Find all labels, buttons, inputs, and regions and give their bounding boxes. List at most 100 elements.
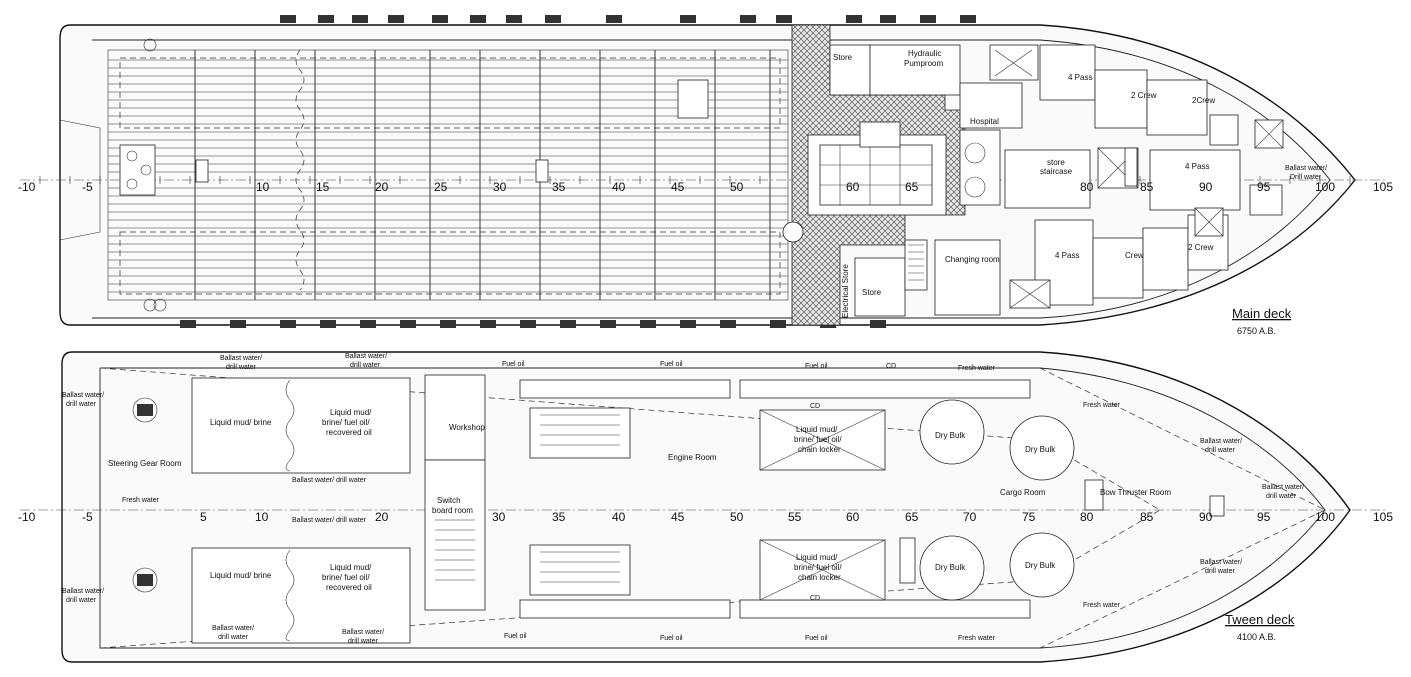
tween-label-switch: Switch	[437, 496, 461, 505]
label-electrical-store: Electrical Store	[841, 264, 850, 318]
tween-label-drill-bot-1: drill water	[218, 634, 249, 641]
tween-label-drill-aft-bot: drill water	[66, 597, 97, 604]
tween-label-cargo-room: Cargo Room	[1000, 488, 1046, 497]
main-deck-plan: Store Hydraulic Pumproom Hospital 4 Pass…	[18, 15, 1393, 336]
label-4-pass-top: 4 Pass	[1068, 73, 1092, 82]
tween-label-dry-bulk-2: Dry Bulk	[1025, 445, 1056, 454]
main-frame-35: 35	[552, 180, 566, 194]
main-deck-bollards	[143, 15, 976, 328]
main-frame-50: 50	[730, 180, 744, 194]
tween-label-cd-bot: CD	[810, 595, 820, 602]
tween-deck-frame-numbers: -10 -5 5 10 20 30 35 40 45 50 55 60 65 7…	[18, 510, 1393, 524]
tween-label-ballast-aft-top: Ballast water/	[62, 392, 104, 399]
tween-label-liquid-mud-rec-bot-2: brine/ fuel oil/	[322, 573, 370, 582]
tween-label-liquid-mud-rec-top-3: recovered oil	[326, 428, 372, 437]
tween-frame-40: 40	[612, 510, 626, 524]
label-staircase: staircase	[1040, 167, 1073, 176]
tween-frame-70: 70	[963, 510, 977, 524]
tween-label-ballast-2: Ballast water/	[345, 353, 387, 360]
tween-deck-room-labels: Ballast water/ drill water Ballast water…	[62, 353, 1304, 645]
tween-frame-55: 55	[788, 510, 802, 524]
tween-frame-m10: -10	[18, 510, 36, 524]
tween-frame-60: 60	[846, 510, 860, 524]
tween-label-ballast-fwd-top: Ballast water/	[1200, 438, 1242, 445]
tween-label-fresh-water-top: Fresh water	[958, 365, 996, 372]
tween-label-ballast-fwd-bot: Ballast water/	[1200, 559, 1242, 566]
tween-frame-20: 20	[375, 510, 389, 524]
tween-deck-title: Tween deck	[1225, 612, 1295, 627]
tween-label-fresh-water-fwd-top: Fresh water	[1083, 402, 1121, 409]
label-changing-room: Changing room	[945, 255, 1000, 264]
main-frame-65: 65	[905, 180, 919, 194]
main-deck-room-labels: Store Hydraulic Pumproom Hospital 4 Pass…	[833, 49, 1327, 318]
tween-label-fresh-water-fwd-bot: Fresh water	[1083, 602, 1121, 609]
tween-label-fuel-oil-bot-3: Fuel oil	[805, 635, 828, 642]
tween-label-chain-top-2: brine/ fuel oil/	[794, 435, 842, 444]
tween-label-dry-bulk-1: Dry Bulk	[935, 431, 966, 440]
main-deck-frame-numbers: -10 -5 10 15 20 25 30 35 40 45 50 60 65 …	[18, 180, 1393, 194]
tween-deck-elevation: 4100 A.B.	[1237, 632, 1276, 642]
label-hydraulic: Hydraulic	[908, 49, 941, 58]
main-frame-25: 25	[434, 180, 448, 194]
main-frame-40: 40	[612, 180, 626, 194]
tween-frame-5: 5	[200, 510, 207, 524]
tween-label-liquid-mud-rec-bot-1: Liquid mud/	[330, 563, 372, 572]
tween-label-drill-fwd-bot: drill water	[1205, 568, 1236, 575]
tween-label-chain-bot-2: brine/ fuel oil/	[794, 563, 842, 572]
main-frame-20: 20	[375, 180, 389, 194]
main-deck-title: Main deck	[1232, 306, 1292, 321]
tween-frame-35: 35	[552, 510, 566, 524]
tween-label-drill-2: drill water	[350, 362, 381, 369]
tween-frame-105: 105	[1373, 510, 1393, 524]
tween-label-ballast-bot-2: Ballast water/	[342, 629, 384, 636]
main-frame-105: 105	[1373, 180, 1393, 194]
main-frame-m10: -10	[18, 180, 36, 194]
tween-label-ballast-drill-mid2: Ballast water/ drill water	[292, 517, 367, 524]
main-frame-85: 85	[1140, 180, 1154, 194]
tween-frame-45: 45	[671, 510, 685, 524]
tween-frame-80: 80	[1080, 510, 1094, 524]
tween-label-workshop: Workshop	[449, 423, 485, 432]
tween-label-liquid-mud-brine-top: Liquid mud/ brine	[210, 418, 272, 427]
tween-label-liquid-mud-brine-bot: Liquid mud/ brine	[210, 571, 272, 580]
label-2-crew-a: 2 Crew	[1131, 91, 1157, 100]
tween-label-cd-top: CD	[886, 363, 896, 370]
tween-label-drill-bow: drill water	[1266, 493, 1297, 500]
tween-frame-95: 95	[1257, 510, 1271, 524]
tween-frame-100: 100	[1315, 510, 1335, 524]
tween-label-bow-thruster: Bow Thruster Room	[1100, 488, 1171, 497]
label-crew: Crew	[1125, 251, 1144, 260]
main-frame-10: 10	[256, 180, 270, 194]
label-4-pass-bottom: 4 Pass	[1055, 251, 1079, 260]
tween-label-fuel-oil-bot-2: Fuel oil	[660, 635, 683, 642]
tween-label-fuel-oil-2: Fuel oil	[660, 361, 683, 368]
tween-label-dry-bulk-4: Dry Bulk	[1025, 561, 1056, 570]
tween-frame-m5: -5	[82, 510, 93, 524]
tween-label-drill-aft-top: drill water	[66, 401, 97, 408]
tween-label-drill-1: drill water	[226, 364, 257, 371]
label-store-3: Store	[862, 288, 882, 297]
tween-label-fuel-oil-bot-1: Fuel oil	[504, 633, 527, 640]
tween-label-liquid-mud-rec-top-2: brine/ fuel oil/	[322, 418, 370, 427]
label-hospital: Hospital	[970, 117, 999, 126]
tween-deck-plan: Ballast water/ drill water Ballast water…	[18, 351, 1393, 663]
tween-frame-90: 90	[1199, 510, 1213, 524]
tween-frame-75: 75	[1022, 510, 1036, 524]
main-frame-80: 80	[1080, 180, 1094, 194]
tween-label-drill-fwd-top: drill water	[1205, 447, 1236, 454]
label-store: Store	[833, 53, 853, 62]
tween-frame-65: 65	[905, 510, 919, 524]
tween-label-liquid-mud-rec-bot-3: recovered oil	[326, 583, 372, 592]
label-drill-water: Drill water	[1290, 174, 1322, 181]
tween-label-chain-top-3: chain locker	[798, 445, 841, 454]
tween-label-steering-gear: Steering Gear Room	[108, 459, 182, 468]
tween-label-fuel-oil-3: Fuel oil	[805, 363, 828, 370]
tween-label-engine-room: Engine Room	[668, 453, 717, 462]
tween-label-ballast-drill-mid: Ballast water/ drill water	[292, 477, 367, 484]
cargo-deck-grid	[108, 50, 788, 300]
tween-label-liquid-mud-rec-top-1: Liquid mud/	[330, 408, 372, 417]
tween-label-chain-bot-1: Liquid mud/	[796, 553, 838, 562]
tween-frame-30: 30	[492, 510, 506, 524]
tween-label-board-room: board room	[432, 506, 473, 515]
